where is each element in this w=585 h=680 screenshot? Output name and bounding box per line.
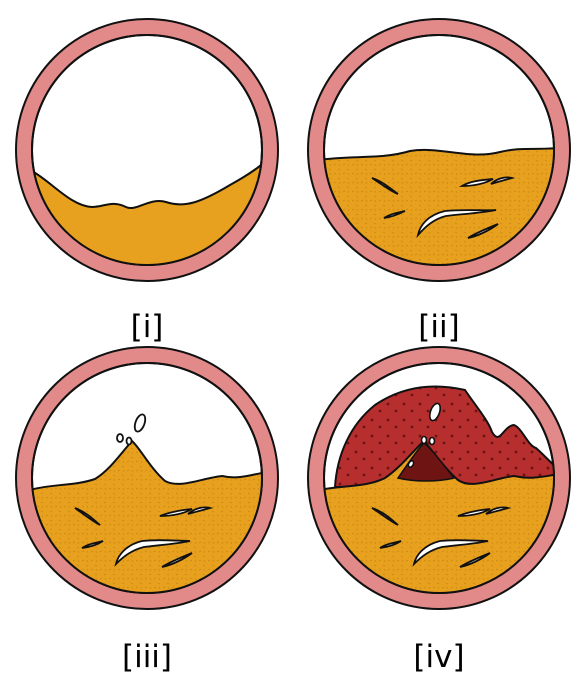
- panel-label: [iv]: [413, 639, 464, 675]
- panel-1: [i]: [16, 19, 278, 345]
- panel-label: [ii]: [418, 309, 459, 345]
- panel-label: [i]: [131, 309, 164, 345]
- panel-3: [iii]: [16, 347, 278, 675]
- panel-4: [iv]: [308, 347, 570, 675]
- panel-2: [ii]: [308, 19, 570, 345]
- panel-label: [iii]: [122, 639, 172, 675]
